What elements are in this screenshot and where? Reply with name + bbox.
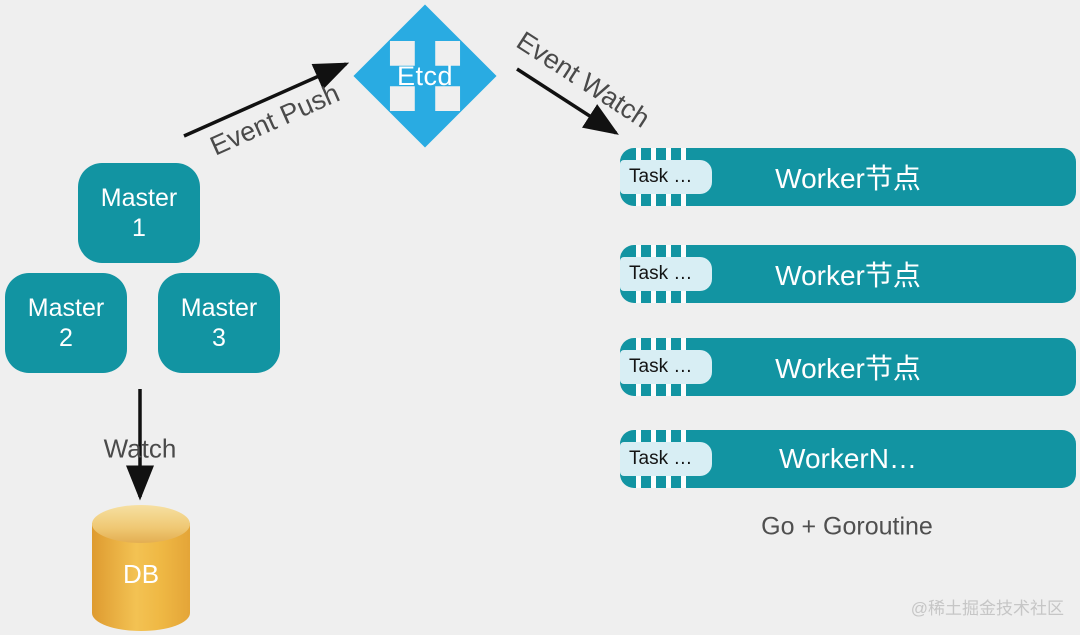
worker-3-label: Worker节点	[775, 353, 921, 384]
etcd-node: Etcd	[352, 3, 498, 149]
worker-node-1: Worker节点 Task …	[620, 148, 1076, 206]
worker-node-n: WorkerN… Task …	[620, 430, 1076, 488]
go-goroutine-caption: Go + Goroutine	[761, 512, 933, 541]
master-2-name: Master	[27, 293, 105, 322]
watermark: @稀土掘金技术社区	[910, 599, 1064, 618]
master-2-number: 2	[59, 324, 73, 352]
task-badge: Task …	[620, 350, 712, 384]
worker-node-3: Worker节点 Task …	[620, 338, 1076, 396]
task-badge: Task …	[620, 160, 712, 194]
event-push-arrow	[183, 62, 350, 138]
master-3-number: 3	[212, 324, 226, 352]
master-1-number: 1	[132, 214, 146, 242]
master-2-node: Master 2	[5, 273, 127, 373]
task-badge: Task …	[620, 442, 712, 476]
master-1-name: Master	[100, 183, 178, 212]
db-label: DB	[122, 559, 160, 589]
worker-node-2: Worker节点 Task …	[620, 245, 1076, 303]
watch-label: Watch	[103, 433, 177, 464]
worker-2-label: Worker节点	[775, 260, 921, 291]
master-3-node: Master 3	[158, 273, 280, 373]
worker-n-label: WorkerN…	[779, 443, 917, 474]
db-node: DB	[92, 505, 190, 631]
db-cylinder-top	[92, 505, 190, 543]
event-watch-arrow	[516, 67, 619, 135]
worker-1-label: Worker节点	[775, 163, 921, 194]
four-way-arrow-icon	[353, 4, 497, 148]
master-3-name: Master	[180, 293, 258, 322]
task-badge: Task …	[620, 257, 712, 291]
master-1-node: Master 1	[78, 163, 200, 263]
etcd-label: Etcd	[396, 60, 454, 91]
